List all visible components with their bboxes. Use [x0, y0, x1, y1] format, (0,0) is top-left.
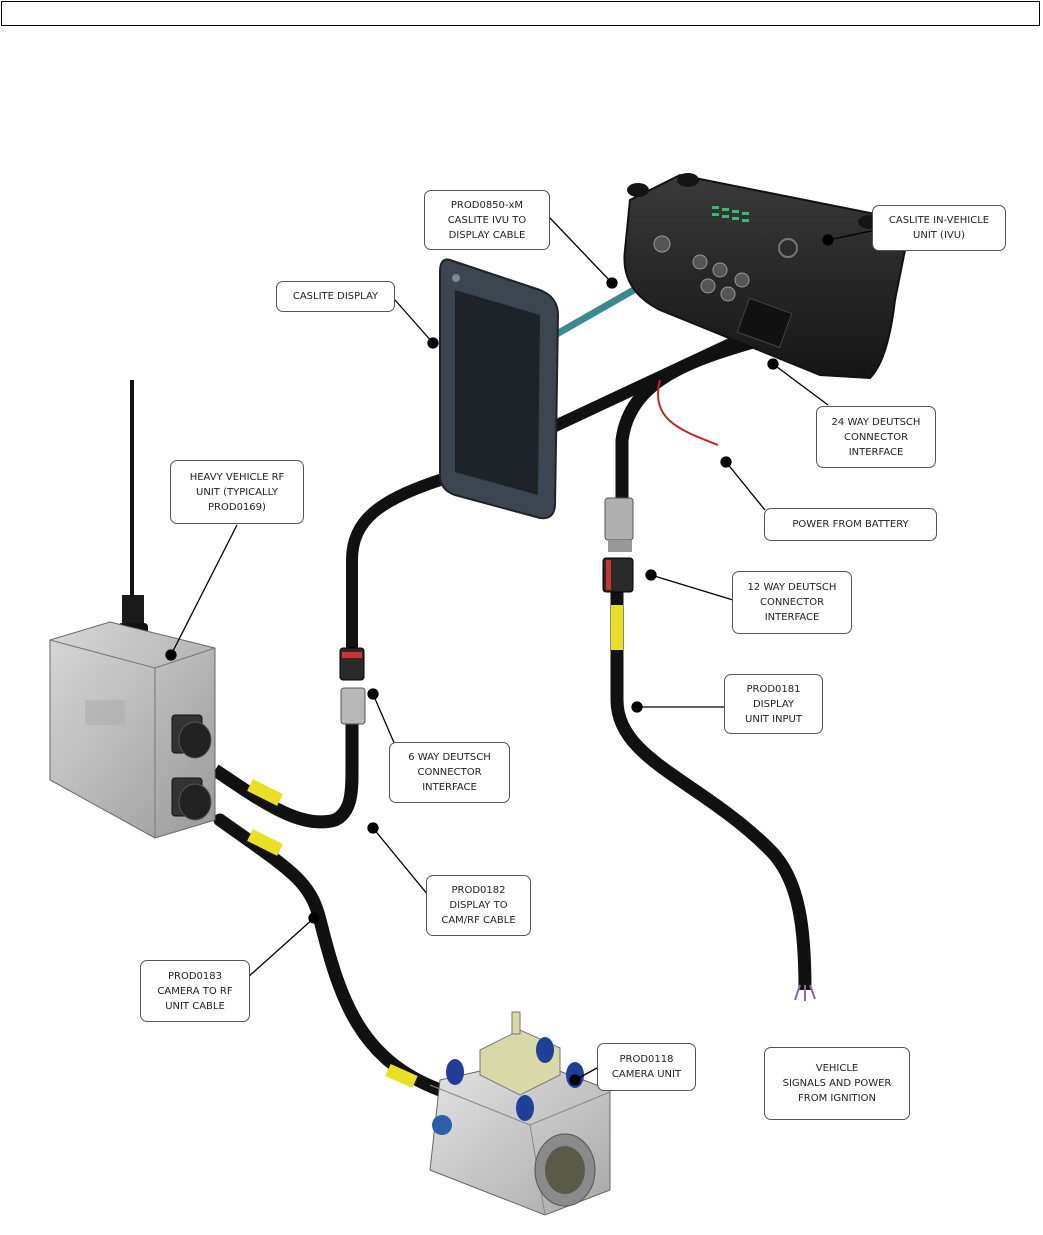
callout-caslite-display: CASLITE DISPLAY: [276, 281, 395, 312]
ivu-device: [623, 173, 907, 380]
callout-prod0850-cable: PROD0850-xM CASLITE IVU TO DISPLAY CABLE: [424, 190, 550, 250]
deutsch-12way-connector: [602, 497, 634, 593]
deutsch-6way-connector: [339, 647, 366, 725]
caslite-display-device: [439, 258, 560, 520]
callout-prod0183: PROD0183 CAMERA TO RF UNIT CABLE: [140, 960, 250, 1022]
callout-6way-deutsch: 6 WAY DEUTSCH CONNECTOR INTERFACE: [389, 742, 510, 803]
leader-lines: [165, 217, 877, 1086]
callout-12way-deutsch: 12 WAY DEUTSCH CONNECTOR INTERFACE: [732, 571, 852, 634]
power-wire: [657, 379, 719, 446]
header-box: [1, 1, 1040, 26]
callout-vehicle-signals: VEHICLE SIGNALS AND POWER FROM IGNITION: [764, 1047, 910, 1120]
callout-ivu: CASLITE IN-VEHICLE UNIT (IVU): [872, 205, 1006, 251]
camera-device: [429, 1011, 611, 1216]
rf-unit-device: [49, 380, 216, 839]
callout-prod0181: PROD0181 DISPLAY UNIT INPUT: [724, 674, 823, 734]
callout-power-battery: POWER FROM BATTERY: [764, 508, 937, 541]
cable-prod0183: [213, 813, 447, 1097]
callout-prod0118: PROD0118 CAMERA UNIT: [597, 1043, 696, 1091]
callout-prod0182: PROD0182 DISPLAY TO CAM/RF CABLE: [426, 875, 531, 936]
callout-24way-deutsch: 24 WAY DEUTSCH CONNECTOR INTERFACE: [816, 406, 936, 468]
cable-prod0181: [610, 333, 816, 1001]
cable-prod0182: [211, 324, 763, 829]
callout-rf-unit: HEAVY VEHICLE RF UNIT (TYPICALLY PROD016…: [170, 460, 304, 524]
